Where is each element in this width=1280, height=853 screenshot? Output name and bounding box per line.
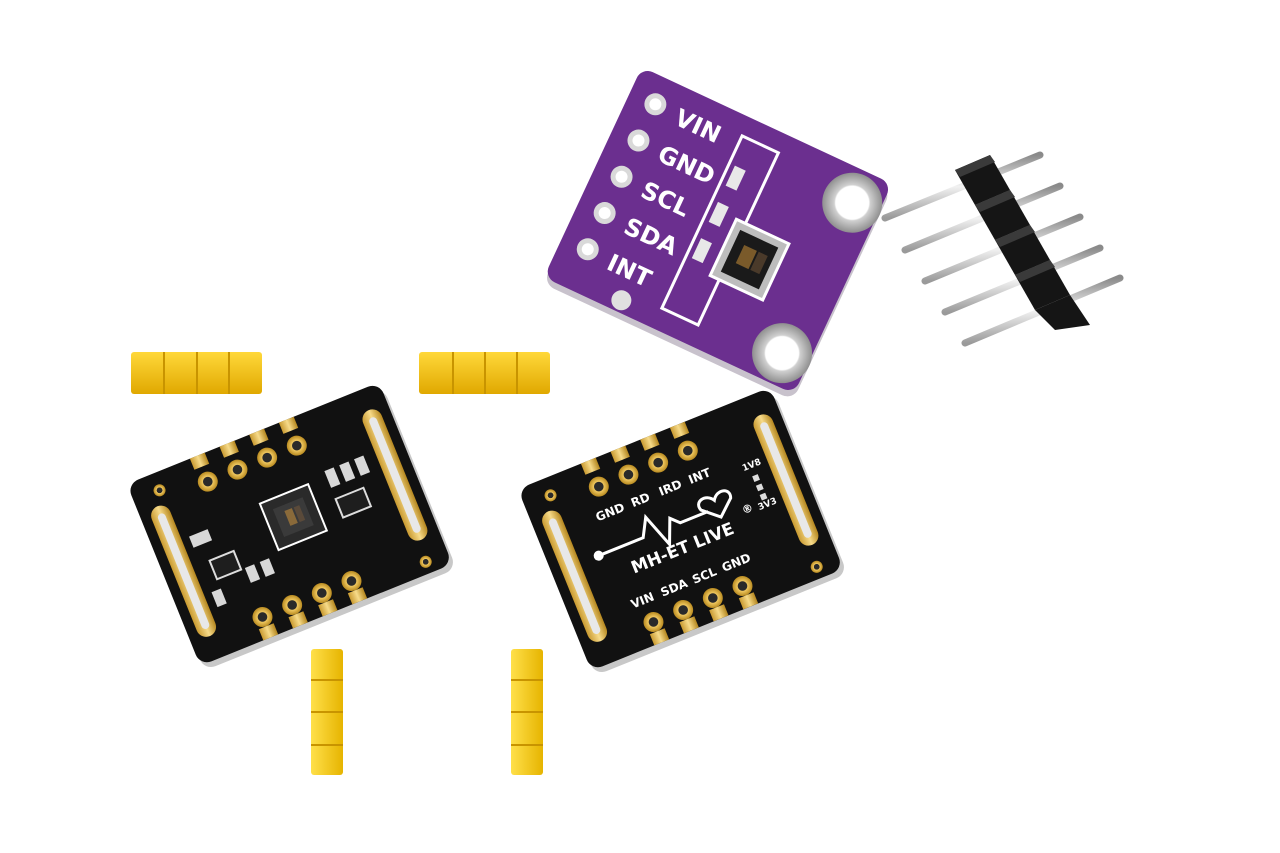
purple-board-pin-holes xyxy=(576,93,667,261)
yellow-pin-header-left xyxy=(131,287,262,412)
heartbeat-logo-icon xyxy=(593,489,733,561)
black-pin-header xyxy=(881,151,1124,347)
black-sensor-board-back: GND RD IRD INT MH-ET LIVE ® VIN SDA SCL … xyxy=(521,390,844,673)
yellow-pin-header-bottom-right xyxy=(440,649,577,775)
purple-sensor-board: VIN GND SCL SDA INT xyxy=(547,71,889,397)
black-sensor-board-front xyxy=(130,385,453,668)
yellow-pin-header-middle xyxy=(419,287,550,412)
registered-mark: ® xyxy=(740,501,755,517)
yellow-pin-header-bottom-left xyxy=(238,649,376,775)
back-pin-label-rd: RD xyxy=(629,490,652,510)
black-board-smd-components xyxy=(189,455,373,608)
black-board-sensor-chip xyxy=(258,482,329,552)
purple-board-mount-holes xyxy=(752,172,883,384)
purple-board-sensor-chip xyxy=(708,217,791,302)
purple-board-resistors xyxy=(691,165,746,264)
